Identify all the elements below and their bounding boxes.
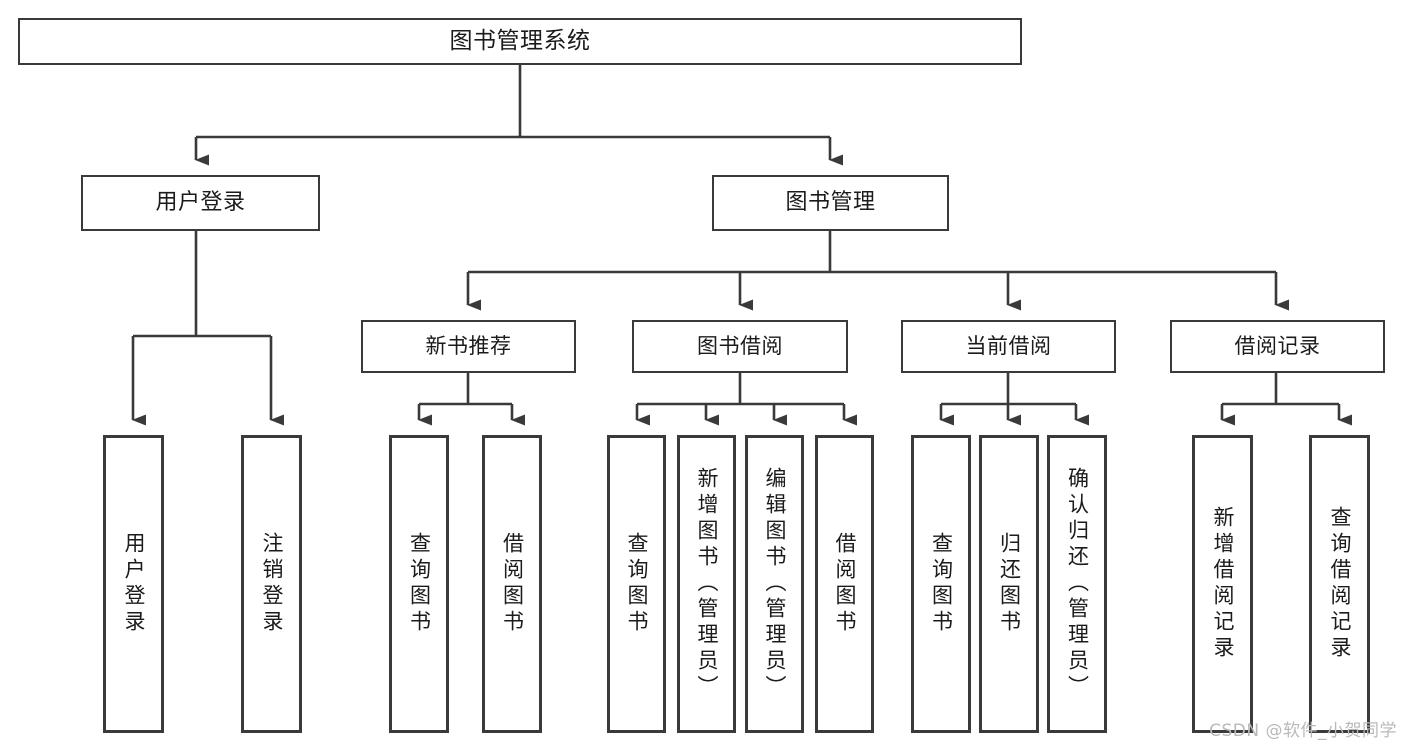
leaf-user-login[interactable]: 用户登录 — [103, 435, 164, 733]
node-label: 当前借阅 — [965, 334, 1052, 359]
node-label: 用户登录 — [122, 532, 146, 636]
node-current-borrow[interactable]: 当前借阅 — [901, 320, 1116, 373]
node-label: 查询图书 — [407, 532, 432, 636]
node-label: 图书借阅 — [697, 334, 783, 359]
csdn-watermark: CSDN @软件_小贺同学 — [1209, 721, 1397, 741]
node-label: 编辑图书（管理员） — [763, 467, 787, 701]
node-label: 借阅记录 — [1234, 334, 1321, 359]
node-user-login[interactable]: 用户登录 — [81, 175, 320, 231]
leaf-query-book-current[interactable]: 查询图书 — [911, 435, 971, 733]
leaf-add-book-admin[interactable]: 新增图书（管理员） — [677, 435, 736, 733]
node-label: 确认归还（管理员） — [1065, 467, 1090, 701]
node-label: 注销登录 — [260, 532, 284, 636]
node-label: 新增图书（管理员） — [695, 467, 719, 701]
node-book-borrow[interactable]: 图书借阅 — [632, 320, 848, 373]
node-label: 归还图书 — [997, 532, 1022, 636]
leaf-add-borrow-record[interactable]: 新增借阅记录 — [1192, 435, 1253, 733]
leaf-borrow-book-recommend[interactable]: 借阅图书 — [482, 435, 542, 733]
node-label: 查询借阅记录 — [1328, 506, 1352, 662]
node-label: 新增借阅记录 — [1211, 506, 1235, 662]
leaf-borrow-book[interactable]: 借阅图书 — [815, 435, 874, 733]
node-label: 图书管理系统 — [449, 28, 591, 55]
leaf-user-logout[interactable]: 注销登录 — [241, 435, 302, 733]
leaf-query-borrow-record[interactable]: 查询借阅记录 — [1309, 435, 1370, 733]
leaf-edit-book-admin[interactable]: 编辑图书（管理员） — [745, 435, 804, 733]
node-new-book-recommend[interactable]: 新书推荐 — [361, 320, 576, 373]
node-borrow-records[interactable]: 借阅记录 — [1170, 320, 1385, 373]
node-label: 借阅图书 — [833, 532, 857, 636]
leaf-query-book-recommend[interactable]: 查询图书 — [389, 435, 449, 733]
leaf-return-book[interactable]: 归还图书 — [979, 435, 1039, 733]
node-label: 借阅图书 — [500, 532, 525, 636]
node-label: 查询图书 — [625, 532, 649, 636]
node-label: 查询图书 — [929, 532, 954, 636]
node-book-management[interactable]: 图书管理 — [712, 175, 949, 231]
node-root-system[interactable]: 图书管理系统 — [18, 18, 1022, 65]
node-label: 用户登录 — [155, 190, 246, 216]
leaf-query-book[interactable]: 查询图书 — [607, 435, 666, 733]
node-label: 新书推荐 — [425, 334, 512, 359]
leaf-confirm-return-admin[interactable]: 确认归还（管理员） — [1047, 435, 1107, 733]
node-label: 图书管理 — [785, 190, 876, 216]
